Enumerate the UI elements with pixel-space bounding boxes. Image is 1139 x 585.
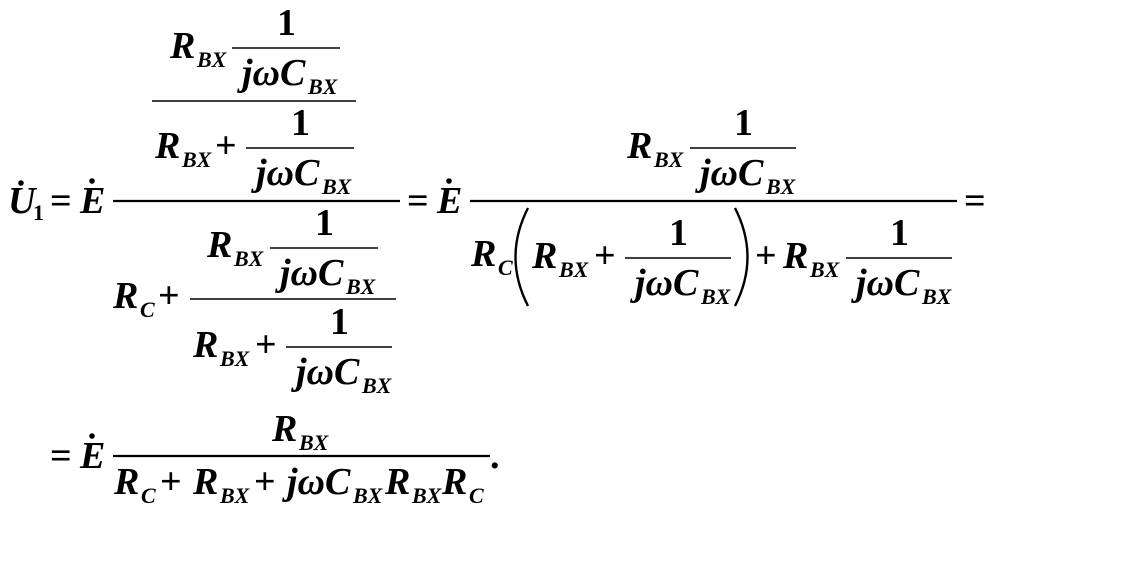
e-2-dot [446, 178, 452, 184]
den-top-inv-c: C [318, 252, 344, 294]
num-bot-inv-c-sub: BX [321, 174, 353, 199]
den-bot-inv-one: 1 [330, 301, 349, 343]
num-top-rbx-sub: BX [196, 47, 228, 72]
f2-den-inv-2-c-sub: BX [921, 284, 953, 309]
e-1-dot [89, 178, 95, 184]
left-paren [514, 207, 530, 307]
f2-den-rbx-2-sub: BX [809, 257, 841, 282]
f2-den-plus-2: + [755, 235, 777, 277]
f2-den-inv-2-c: C [894, 262, 920, 304]
e-3-dot [89, 433, 95, 439]
f2-num-inv-one: 1 [734, 102, 753, 144]
res-den-plus-2: + [254, 461, 276, 503]
den-top-rbx-sub: BX [233, 246, 265, 271]
den-bot-inv-c: C [334, 351, 360, 393]
num-top-inv-c: C [280, 52, 306, 94]
num-bot-inv-c: C [294, 152, 320, 194]
res-num-rbx-r: R [271, 408, 297, 450]
res-den-rc-sub: C [141, 483, 156, 508]
e-1: E [79, 180, 105, 222]
den-rc-sub: C [140, 297, 155, 322]
equals-4: = [50, 435, 72, 477]
f2-den-rbx-1-r: R [531, 235, 557, 277]
den-rc-r: R [112, 275, 138, 317]
f2-den-inv-2-jw: jω [851, 262, 894, 304]
den-top-rbx-r: R [206, 224, 232, 266]
f2-den-rc-sub: C [498, 255, 513, 280]
res-den-plus-1: + [160, 461, 182, 503]
den-top-inv-jw: jω [275, 252, 318, 294]
f2-den-rbx-2-r: R [782, 235, 808, 277]
f2-num-inv-c: C [738, 152, 764, 194]
den-top-inv-one: 1 [315, 202, 334, 244]
f2-den-rbx-1-sub: BX [558, 257, 590, 282]
den-top-inv-c-sub: BX [345, 274, 377, 299]
num-top-inv-one: 1 [277, 2, 296, 44]
f2-den-inv-1-jw: jω [630, 262, 673, 304]
f2-den-inv-2-one: 1 [890, 212, 909, 254]
num-top-inv-c-sub: BX [307, 74, 339, 99]
res-den-c: C [325, 461, 351, 503]
num-bot-inv-jw: jω [251, 152, 294, 194]
num-top-rbx-r: R [169, 25, 195, 67]
f2-num-inv-jw: jω [695, 152, 738, 194]
num-top-inv-jw: jω [237, 52, 280, 94]
num-bot-inv-one: 1 [291, 102, 310, 144]
res-den-rc-r: R [113, 461, 139, 503]
den-bot-rbx-r: R [192, 324, 218, 366]
equals-2: = [407, 180, 429, 222]
res-den-jw: jω [282, 461, 325, 503]
f2-den-inv-1-c-sub: BX [700, 284, 732, 309]
lhs-u-dot [18, 180, 24, 186]
equals-1: = [50, 180, 72, 222]
den-plus: + [158, 275, 180, 317]
f2-num-inv-c-sub: BX [765, 174, 797, 199]
f2-num-rbx-sub: BX [653, 147, 685, 172]
den-bot-inv-c-sub: BX [361, 373, 393, 398]
equals-3: = [964, 180, 986, 222]
den-bot-inv-jw: jω [291, 351, 334, 393]
res-den-rc-2-sub: C [469, 483, 484, 508]
e-2: E [436, 180, 462, 222]
res-num-rbx-sub: BX [298, 430, 330, 455]
f2-den-inv-1-one: 1 [669, 212, 688, 254]
res-den-rbx-r: R [192, 461, 218, 503]
den-bot-plus: + [255, 324, 277, 366]
num-bot-plus: + [215, 125, 237, 167]
f2-den-inv-1-c: C [673, 262, 699, 304]
f2-den-plus-1: + [594, 235, 616, 277]
final-period: . [490, 435, 500, 477]
num-bot-rbx-r: R [154, 125, 180, 167]
right-paren [733, 207, 749, 307]
f2-den-rc-r: R [470, 233, 496, 275]
res-den-rbx-sub: BX [219, 483, 251, 508]
num-bot-rbx-sub: BX [181, 147, 213, 172]
den-bot-rbx-sub: BX [219, 346, 251, 371]
lhs-u: U [8, 180, 38, 222]
e-3: E [79, 435, 105, 477]
res-den-rbx-2-r: R [384, 461, 410, 503]
f2-num-rbx-r: R [626, 125, 652, 167]
lhs-u-sub: 1 [33, 200, 44, 225]
res-den-c-sub: BX [352, 483, 384, 508]
res-den-rbx-2-sub: BX [411, 483, 443, 508]
res-den-rc-2-r: R [441, 461, 467, 503]
